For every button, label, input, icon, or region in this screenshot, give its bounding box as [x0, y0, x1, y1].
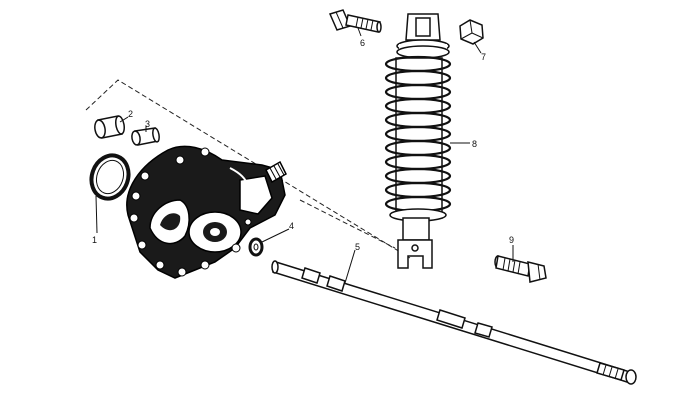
o-ring-icon [89, 153, 131, 201]
callout-4: 4 [289, 221, 294, 231]
callout-leader-lines [95, 27, 514, 284]
axle-shaft-icon [271, 260, 637, 385]
dowel-pin-icon [94, 115, 125, 139]
assembly-guide-lines [85, 79, 411, 259]
nut-icon [459, 19, 484, 45]
washer-icon [248, 237, 264, 257]
callout-labels: 1 2 3 4 5 6 7 8 9 [92, 38, 514, 252]
callout-8: 8 [472, 139, 477, 149]
gearbox-housing-icon [126, 145, 287, 279]
callout-5: 5 [355, 242, 360, 252]
callout-1: 1 [92, 235, 97, 245]
callout-7: 7 [481, 52, 486, 62]
dowel-pin-icon [131, 127, 160, 146]
callout-3: 3 [145, 119, 150, 129]
callout-9: 9 [509, 235, 514, 245]
shock-absorber-icon [384, 13, 452, 269]
bolt-icon [328, 9, 382, 33]
bolt-icon [494, 255, 547, 283]
callout-2: 2 [128, 109, 133, 119]
callout-6: 6 [360, 38, 365, 48]
